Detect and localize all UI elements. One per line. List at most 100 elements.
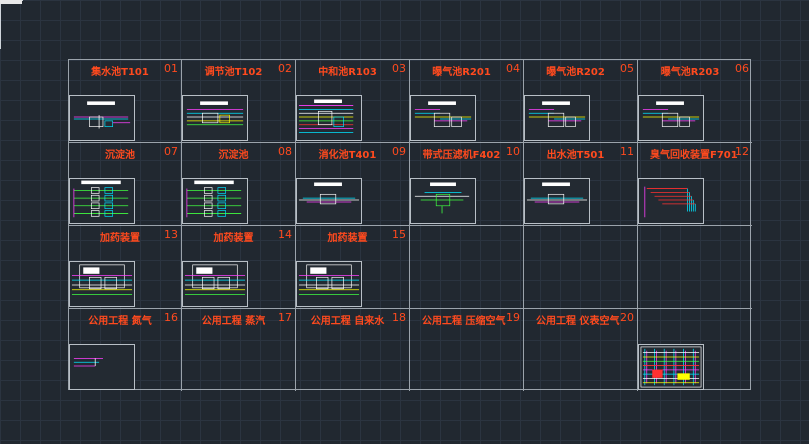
drawing-thumbnail[interactable] — [182, 261, 248, 307]
drawing-thumbnail[interactable] — [410, 178, 476, 224]
drawing-title: 出水池T501 — [546, 150, 605, 161]
drawing-number: 11 — [620, 145, 634, 158]
drawing-number: 03 — [392, 62, 406, 75]
schematic-preview — [71, 264, 133, 295]
drawing-title: 曝气池R203 — [660, 67, 720, 78]
drawing-thumbnail[interactable] — [296, 95, 362, 141]
drawing-number: 06 — [735, 62, 749, 75]
drawing-cell[interactable] — [410, 226, 524, 309]
schematic-preview — [298, 264, 360, 295]
drawing-thumbnail[interactable] — [69, 344, 135, 390]
drawing-cell[interactable]: 加药装置 13 — [69, 226, 182, 309]
drawing-cell[interactable] — [524, 226, 638, 309]
drawing-cell[interactable]: 沉淀池 07 — [69, 143, 182, 226]
schematic-preview — [526, 182, 588, 205]
drawing-title: 公用工程 氮气 — [88, 316, 152, 327]
drawing-thumbnail[interactable] — [524, 178, 590, 224]
drawing-title: 调节池T102 — [204, 67, 263, 78]
drawing-thumbnail[interactable] — [638, 178, 704, 224]
drawing-thumbnail[interactable] — [638, 95, 704, 141]
drawing-cell[interactable]: 曝气池R202 05 — [524, 60, 638, 143]
drawing-cell[interactable]: 沉淀池 08 — [182, 143, 296, 226]
drawing-number: 05 — [620, 62, 634, 75]
drawing-number: 07 — [164, 145, 178, 158]
drawing-number: 09 — [392, 145, 406, 158]
drawing-number: 19 — [506, 311, 520, 324]
drawing-title: 公用工程 压缩空气 — [422, 316, 506, 327]
drawing-cell[interactable]: 曝气池R203 06 — [638, 60, 752, 143]
drawing-cell[interactable] — [638, 226, 752, 309]
drawing-cell[interactable]: 消化池T401 09 — [296, 143, 410, 226]
drawing-thumbnail[interactable] — [296, 261, 362, 307]
schematic-preview — [186, 180, 242, 218]
drawing-thumbnail[interactable] — [638, 344, 704, 390]
drawing-title: 带式压滤机F402 — [422, 150, 501, 161]
drawing-thumbnail[interactable] — [69, 95, 135, 141]
drawing-cell[interactable]: 出水池T501 11 — [524, 143, 638, 226]
schematic-preview — [414, 182, 470, 214]
schematic-preview — [73, 101, 131, 129]
schematic-preview — [528, 101, 586, 127]
schematic-preview — [642, 101, 700, 127]
drawing-number: 08 — [278, 145, 292, 158]
drawing-title: 中和池R103 — [318, 67, 377, 78]
ucs-crosshair — [0, 0, 23, 49]
drawing-title: 公用工程 仪表空气 — [536, 316, 620, 327]
drawing-title: 消化池T401 — [318, 150, 377, 161]
drawing-cell[interactable]: 调节池T102 02 — [182, 60, 296, 143]
schematic-preview — [298, 99, 354, 133]
drawing-cell[interactable]: 公用工程 自来水 18 — [296, 309, 410, 391]
drawing-cell[interactable]: 曝气池R201 04 — [410, 60, 524, 143]
schematic-preview — [414, 101, 472, 127]
drawing-title: 曝气池R201 — [432, 67, 491, 78]
drawing-thumbnail[interactable] — [69, 261, 135, 307]
drawing-number: 01 — [164, 62, 178, 75]
drawing-title: 公用工程 蒸汽 — [201, 316, 266, 327]
drawing-cell[interactable]: 中和池R103 03 — [296, 60, 410, 143]
drawing-title: 加药装置 — [327, 233, 368, 244]
drawing-number: 02 — [278, 62, 292, 75]
drawing-title: 沉淀池 — [105, 150, 135, 161]
drawing-title: 臭气回收装置F701 — [650, 150, 738, 161]
drawing-number: 12 — [735, 145, 749, 158]
drawing-cell[interactable]: 加药装置 15 — [296, 226, 410, 309]
drawing-number: 13 — [164, 228, 178, 241]
ucs-crosshair-marker — [0, 0, 22, 4]
drawing-title: 加药装置 — [213, 233, 254, 244]
schematic-preview — [73, 180, 129, 218]
drawing-thumbnail[interactable] — [410, 95, 476, 141]
drawing-title: 公用工程 自来水 — [310, 316, 385, 327]
schematic-preview — [640, 346, 702, 388]
drawing-title: 曝气池R202 — [546, 67, 605, 78]
drawing-number: 17 — [278, 311, 292, 324]
drawing-cell[interactable]: 加药装置 14 — [182, 226, 296, 309]
drawing-number: 14 — [278, 228, 292, 241]
drawing-thumbnail[interactable] — [182, 95, 248, 141]
drawing-number: 04 — [506, 62, 520, 75]
drawing-number: 16 — [164, 311, 178, 324]
drawing-cell[interactable]: 带式压滤机F402 10 — [410, 143, 524, 226]
drawing-number: 10 — [506, 145, 520, 158]
drawing-cell[interactable]: 集水池T101 01 — [69, 60, 182, 143]
drawing-cell[interactable]: 公用工程 氮气 16 — [69, 309, 182, 391]
drawing-thumbnail[interactable] — [296, 178, 362, 224]
schematic-preview — [184, 264, 246, 295]
drawing-thumbnail[interactable] — [69, 178, 135, 224]
drawing-thumbnail[interactable] — [182, 178, 248, 224]
drawing-number: 20 — [620, 311, 634, 324]
drawing-number: 15 — [392, 228, 406, 241]
drawing-number: 18 — [392, 311, 406, 324]
drawing-cell[interactable]: 公用工程 蒸汽 17 — [182, 309, 296, 391]
schematic-preview — [644, 186, 696, 218]
drawing-title: 加药装置 — [100, 233, 140, 244]
drawing-cell[interactable] — [638, 309, 752, 391]
schematic-preview — [298, 182, 360, 205]
drawing-title: 沉淀池 — [218, 150, 249, 161]
drawing-title: 集水池T101 — [91, 67, 149, 78]
drawing-thumbnail[interactable] — [524, 95, 590, 141]
